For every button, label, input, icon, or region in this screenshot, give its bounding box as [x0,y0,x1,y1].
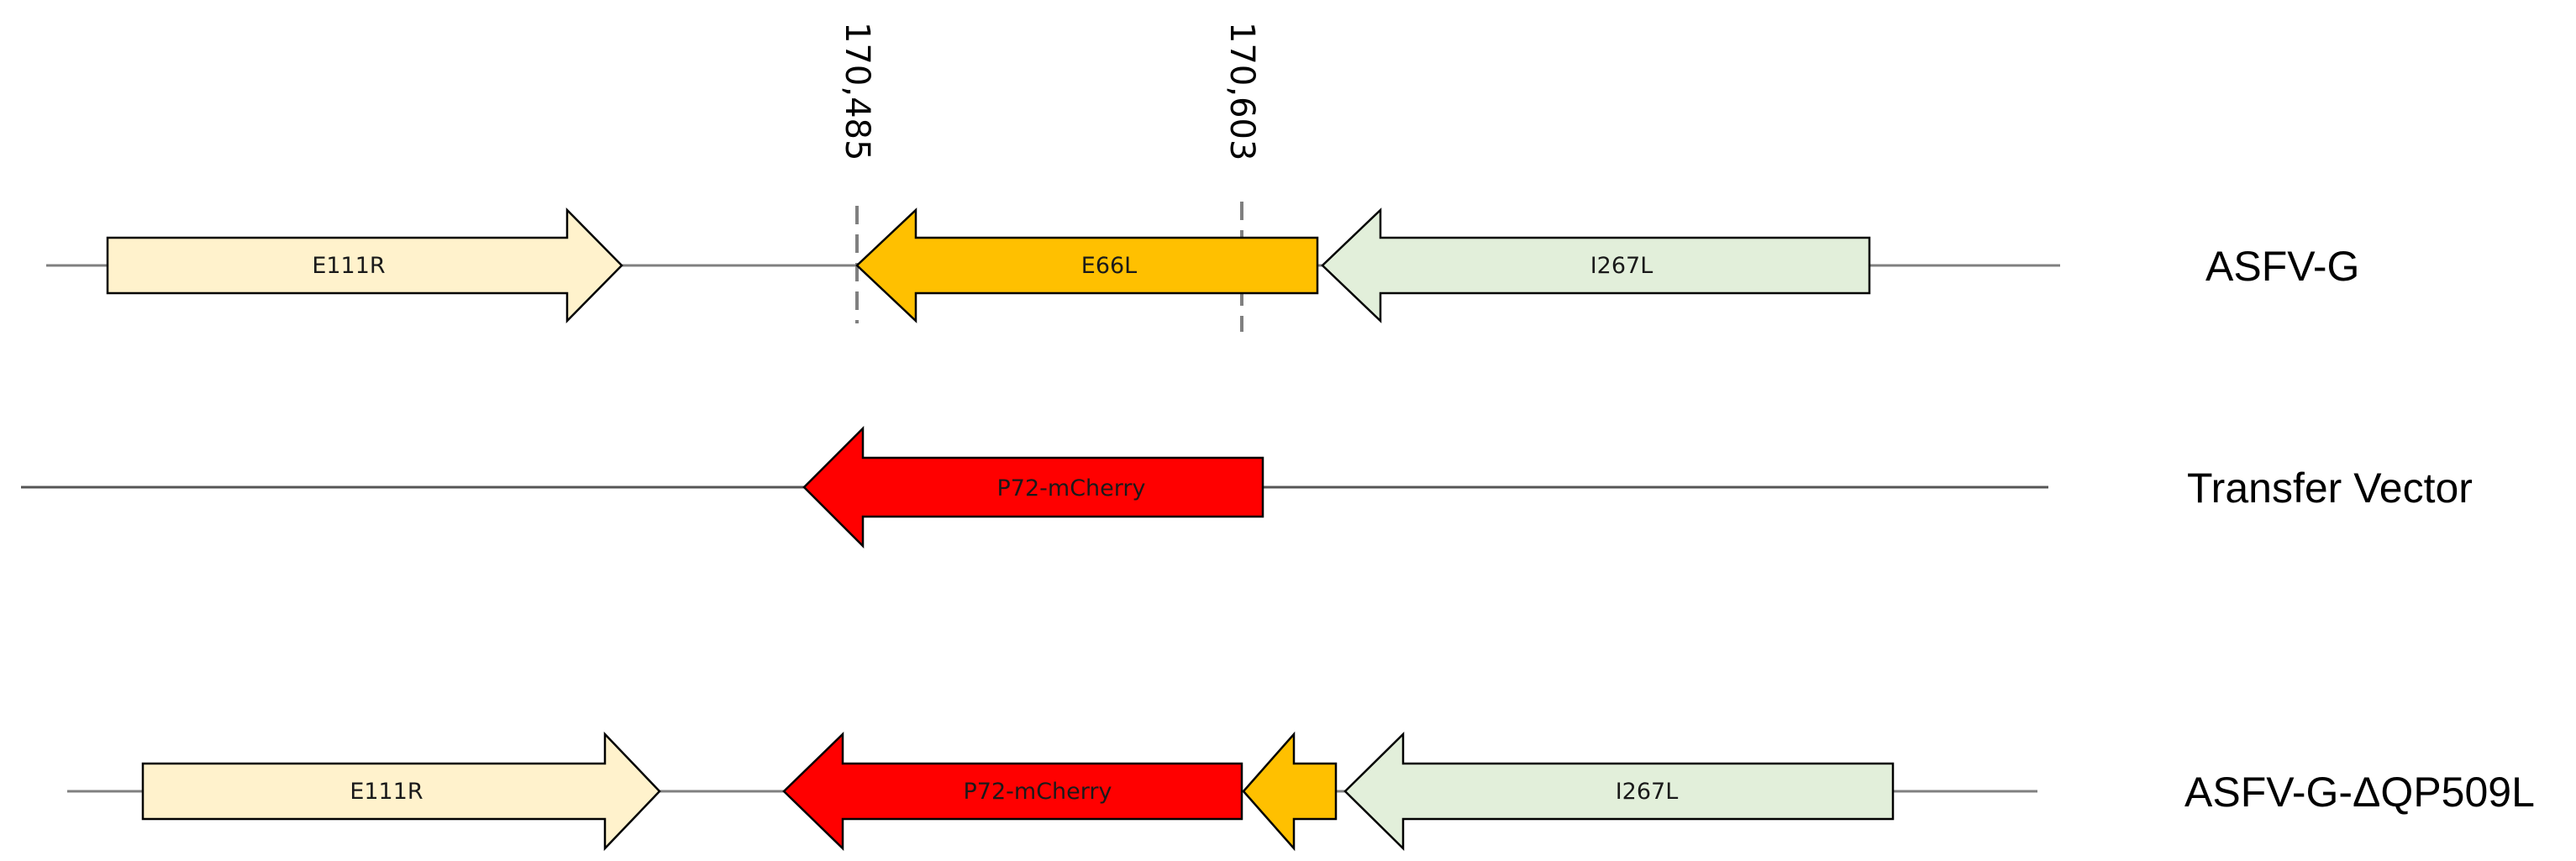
coordinate-label-170603: 170,603 [1222,22,1261,160]
gene-arrow-e66l-remnant [1242,731,1338,852]
track-transfer-vector: P72-mCherry Transfer Vector [21,425,2473,549]
track-asfv-g: E111R E66L I267L ASFV-G [46,207,2359,324]
gene-arrow-i267l [1343,732,1895,851]
gene-label-e111r: E111R [312,253,385,279]
gene-label-e111r: E111R [350,779,423,805]
gene-label-i267l: I267L [1590,253,1653,279]
gene-arrow-p72-mcherry [782,732,1243,851]
gene-label-e66l: E66L [1081,253,1137,279]
gene-arrow-p72-mcherry [802,425,1264,549]
coordinate-label-170485: 170,485 [838,22,876,160]
gene-label-i267l: I267L [1616,779,1679,805]
track-asfv-g-dqp509l: E111R P72-mCherry I267L ASFV-G-ΔQP509L [67,731,2535,852]
gene-arrow-i267l [1321,207,1871,323]
track-label-asfv-g-dqp509l: ASFV-G-ΔQP509L [2184,769,2535,816]
gene-arrow-e111r [106,207,623,324]
track-label-transfer-vector: Transfer Vector [2187,465,2473,512]
track-label-asfv-g: ASFV-G [2205,243,2359,290]
gene-arrow-e66l [855,207,1319,323]
gene-label-p72-mcherry: P72-mCherry [964,779,1112,805]
gene-label-p72-mcherry: P72-mCherry [997,475,1146,501]
coordinate-markers: 170,485 170,603 [838,22,1261,332]
gene-arrow-e111r [141,731,661,852]
